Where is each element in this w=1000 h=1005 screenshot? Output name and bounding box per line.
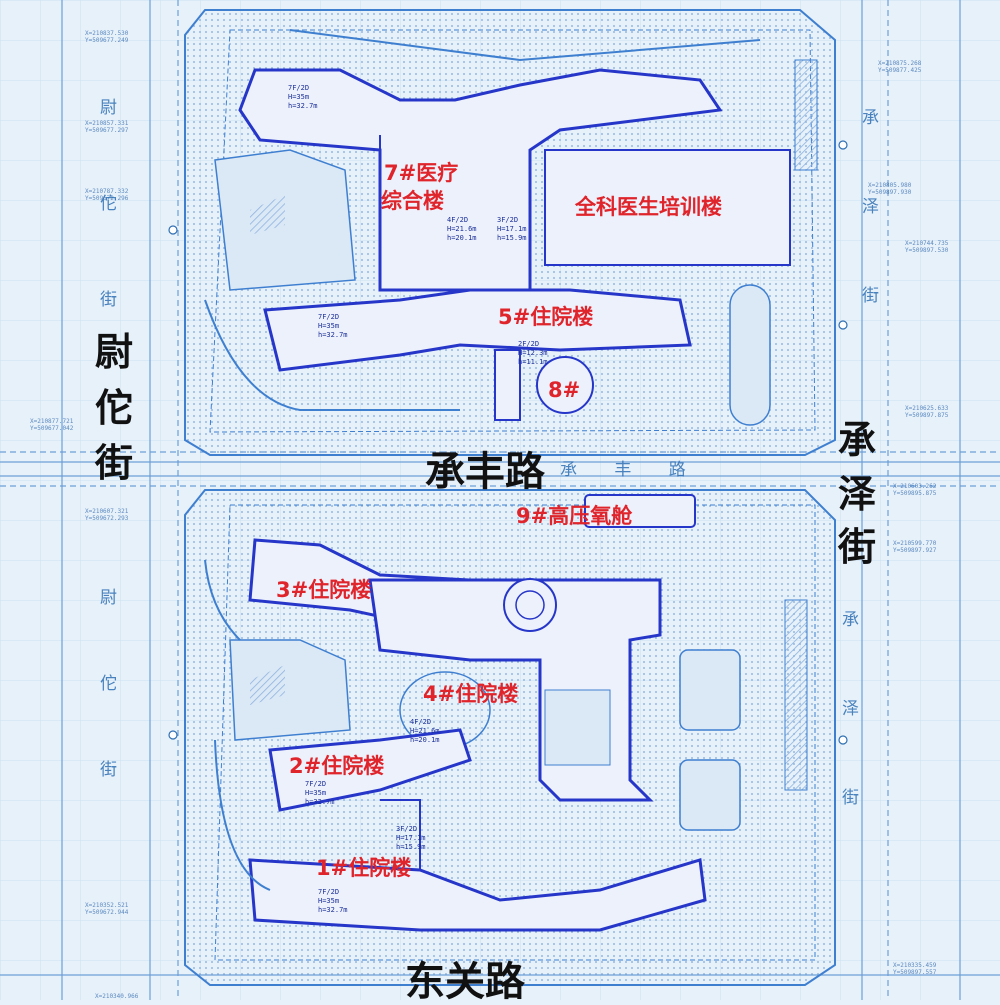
label-building-1: 1#住院楼 — [316, 856, 412, 880]
building-2-outline — [268, 728, 472, 812]
road-weituo: 尉 佗 街 — [95, 330, 133, 487]
faint-char: 尉 — [100, 588, 117, 608]
building-8-spec: 2F/2D H=12.3m h=11.1m — [518, 340, 548, 366]
faint-char: 承 — [842, 610, 859, 630]
building-1-spec: 7F/2D H=35m h=32.7m — [318, 888, 348, 914]
coordinate-c7: X=210875.268 Y=509877.425 — [878, 60, 922, 75]
building-4a-spec: 4F/2D H=21.6m h=20.1m — [447, 216, 477, 242]
road-weituo-char: 尉 — [95, 330, 134, 374]
label-building-5: 5#住院楼 — [498, 305, 594, 329]
label-building-4: 4#住院楼 — [423, 682, 519, 706]
road-weituo-char: 佗 — [95, 385, 134, 430]
faint-char: 泽 — [842, 698, 859, 719]
south-site-boundary — [184, 489, 836, 986]
building-8-outline — [536, 356, 594, 414]
faint-weituo-upper: 尉 佗 街 — [100, 88, 117, 320]
faint-char: 泽 — [862, 196, 879, 217]
building-5-outline — [263, 288, 692, 372]
south-site-block — [184, 489, 836, 986]
building-3a-spec: 3F/2D H=17.1m h=15.9m — [497, 216, 527, 242]
faint-char: 街 — [862, 285, 879, 306]
north-site-block — [184, 9, 836, 456]
coordinate-c5: X=210607.321 Y=509672.293 — [85, 508, 129, 523]
faint-char: 佗 — [100, 673, 117, 694]
road-chengze-char: 承 — [838, 418, 877, 462]
faint-char: 街 — [842, 787, 859, 808]
building-4b-spec: 4F/2D H=21.6m h=20.1m — [410, 718, 440, 744]
faint-weituo-lower: 尉 佗 街 — [100, 578, 117, 790]
coordinate-c4: X=210877.721 Y=509677.042 — [30, 418, 74, 433]
building-7-outline — [238, 68, 723, 292]
road-weituo-char: 街 — [95, 441, 134, 486]
faint-chengze-upper: 承 泽 街 — [862, 98, 879, 316]
faint-char: 佗 — [100, 193, 117, 214]
label-building-3: 3#住院楼 — [276, 578, 372, 602]
road-chengfeng: 承丰路 — [425, 449, 545, 495]
building-7-spec: 7F/2D H=35m h=32.7m — [288, 84, 318, 110]
training-building-outline — [544, 149, 791, 266]
road-dongguan: 东关路 — [405, 959, 525, 1005]
faint-chengfeng-right: 承 丰 路 — [560, 460, 702, 480]
coordinate-c14: X=210340.966 — [95, 993, 139, 1000]
faint-char: 街 — [100, 289, 117, 310]
building-5-spec: 7F/2D H=35m h=32.7m — [318, 313, 348, 339]
coordinate-c13: X=210335.459 Y=509897.557 — [893, 962, 937, 977]
road-chengze: 承 泽 街 — [838, 418, 876, 571]
building-9-outline — [584, 494, 696, 528]
coordinate-c3: X=210787.332 Y=509672.296 — [85, 188, 129, 203]
entrance-markers — [168, 140, 848, 745]
faint-char: 承 — [862, 108, 879, 128]
coordinate-c6: X=210352.521 Y=509672.944 — [85, 902, 129, 917]
coordinate-c9: X=210744.735 Y=509897.530 — [905, 240, 949, 255]
label-building-8: 8# — [548, 378, 581, 402]
coordinate-c12: X=210599.770 Y=509897.927 — [893, 540, 937, 555]
label-building-9: 9#高压氧舱 — [516, 504, 633, 528]
road-chengze-char: 街 — [838, 525, 877, 570]
building-2-spec: 7F/2D H=35m h=32.7m — [305, 780, 335, 806]
coordinate-c1: X=210837.530 Y=509677.249 — [85, 30, 129, 45]
building-3b-spec: 3F/2D H=17.1m h=15.9m — [396, 825, 426, 851]
label-building-7: 7#医疗 — [384, 161, 459, 185]
label-building-2: 2#住院楼 — [289, 754, 385, 778]
coordinate-c2: X=210857.331 Y=509677.297 — [85, 120, 129, 135]
building-1-outline — [248, 858, 707, 932]
coordinate-c8: X=210805.980 Y=509897.930 — [868, 182, 912, 197]
label-training-building: 全科医生培训楼 — [575, 195, 722, 219]
sunken-plaza-south — [229, 639, 351, 741]
faint-char: 尉 — [100, 98, 117, 118]
road-chengze-char: 泽 — [838, 471, 877, 516]
label-building-7-line2: 综合楼 — [381, 189, 444, 213]
coordinate-c11: X=210603.262 Y=509895.875 — [893, 483, 937, 498]
faint-char: 街 — [100, 759, 117, 780]
faint-chengze-lower: 承 泽 街 — [842, 600, 859, 818]
coordinate-c10: X=210625.633 Y=509897.875 — [905, 405, 949, 420]
